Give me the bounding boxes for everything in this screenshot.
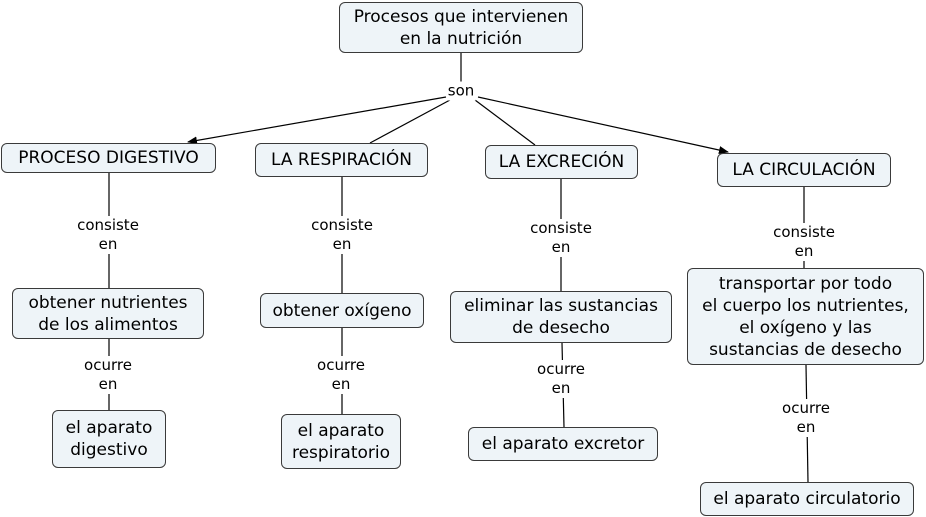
linking-phrase-ocurre-en: ocurre en — [781, 399, 831, 437]
linking-phrase-ocurre-en: ocurre en — [83, 356, 133, 394]
concept-transportar: transportar por todo el cuerpo los nutri… — [687, 268, 924, 365]
concept-la-excrecion: LA EXCRECIÓN — [485, 145, 638, 179]
link-son-respiracion — [369, 99, 451, 144]
concept-root: Procesos que intervienen en la nutrición — [339, 2, 583, 53]
link-son-digestivo — [187, 96, 447, 145]
concept-la-respiracion: LA RESPIRACIÓN — [255, 143, 428, 177]
linking-phrase-son: son — [446, 81, 476, 101]
concept-aparato-circulatorio: el aparato circulatorio — [700, 482, 914, 516]
linking-phrase-consiste-en: consiste en — [772, 223, 836, 261]
link-son-circulacion — [477, 96, 729, 154]
concept-aparato-excretor: el aparato excretor — [468, 427, 658, 461]
concept-obtener-nutrientes: obtener nutrientes de los alimentos — [12, 288, 204, 339]
concept-la-circulacion: LA CIRCULACIÓN — [717, 153, 891, 187]
concept-obtener-oxigeno: obtener oxígeno — [260, 293, 424, 328]
concept-proceso-digestivo: PROCESO DIGESTIVO — [1, 143, 216, 173]
link-son-excrecion — [474, 99, 536, 146]
concept-eliminar-sustancias: eliminar las sustancias de desecho — [450, 291, 672, 343]
linking-phrase-ocurre-en: ocurre en — [536, 360, 586, 398]
linking-phrase-consiste-en: consiste en — [310, 216, 374, 254]
linking-phrase-consiste-en: consiste en — [529, 219, 593, 257]
concept-aparato-respiratorio: el aparato respiratorio — [281, 414, 401, 469]
concept-aparato-digestivo: el aparato digestivo — [52, 410, 166, 468]
linking-phrase-ocurre-en: ocurre en — [316, 356, 366, 394]
linking-phrase-consiste-en: consiste en — [76, 216, 140, 254]
